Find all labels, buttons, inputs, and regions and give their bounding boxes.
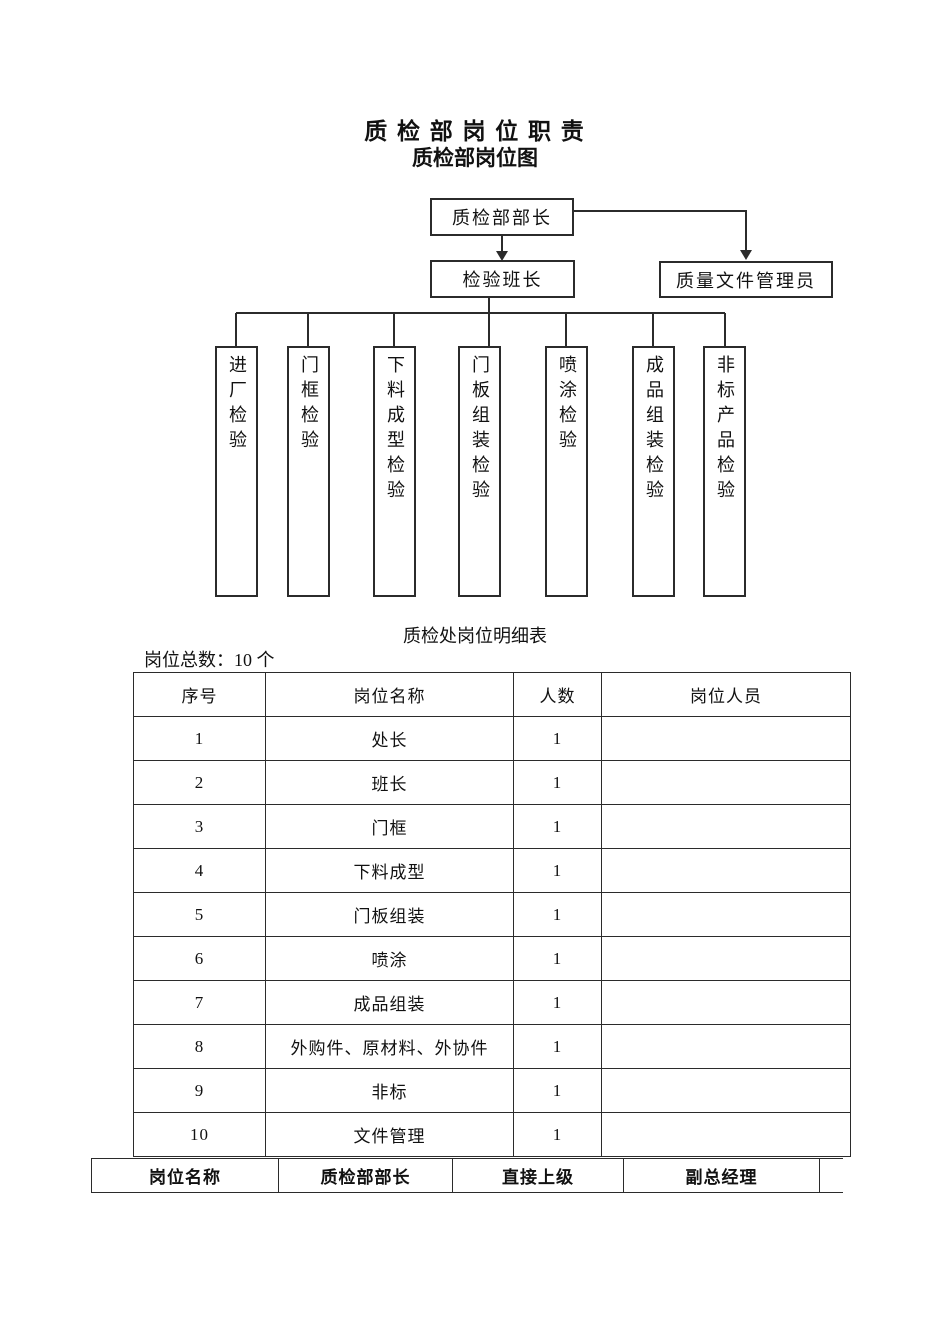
title-block: 质 检 部 岗 位 职 责 质检部岗位图 — [0, 118, 950, 171]
org-leaf-box: 门板组装检验 — [458, 346, 501, 597]
org-box-document-manager: 质量文件管理员 — [659, 261, 833, 298]
cell-personnel — [601, 1024, 851, 1069]
cell-position-name: 非标 — [265, 1068, 514, 1113]
table-row: 1 处长 1 — [133, 716, 851, 761]
cell-position-name: 成品组装 — [265, 980, 514, 1025]
cell-personnel — [601, 716, 851, 761]
org-leaf-label: 门板组装检验 — [470, 355, 490, 505]
page-subtitle: 质检部岗位图 — [412, 146, 538, 170]
cell-headcount: 1 — [513, 804, 602, 849]
table-row: 9 非标 1 — [133, 1068, 851, 1113]
cell-position-name: 门框 — [265, 804, 514, 849]
cell-serial-number: 7 — [133, 980, 266, 1025]
cell-serial-number: 4 — [133, 848, 266, 893]
cell-serial-number: 5 — [133, 892, 266, 937]
cell-position-name: 处长 — [265, 716, 514, 761]
org-leaf-box: 门框检验 — [287, 346, 330, 597]
cell-personnel — [601, 760, 851, 805]
org-box-department-head: 质检部部长 — [430, 198, 574, 236]
cell-personnel — [601, 980, 851, 1025]
cell-position-name: 班长 — [265, 760, 514, 805]
org-leaf-label: 下料成型检验 — [385, 355, 405, 505]
cell-position-name: 喷涂 — [265, 936, 514, 981]
table-row: 2 班长 1 — [133, 760, 851, 805]
cell-position-name: 门板组装 — [265, 892, 514, 937]
cell-personnel — [601, 1068, 851, 1113]
header-position-name: 岗位名称 — [265, 672, 514, 717]
org-leaf-box: 进厂检验 — [215, 346, 258, 597]
footer-cell-direct-superior-value: 副总经理 — [623, 1158, 820, 1193]
org-leaf-label: 非标产品检验 — [715, 355, 735, 505]
footer-cell-position-name-value: 质检部部长 — [278, 1158, 453, 1193]
cell-personnel — [601, 936, 851, 981]
table-header: 序号 岗位名称 人数 岗位人员 — [133, 672, 851, 717]
header-headcount: 人数 — [513, 672, 602, 717]
org-leaf-label: 进厂检验 — [227, 355, 247, 455]
cell-headcount: 1 — [513, 848, 602, 893]
cell-serial-number: 8 — [133, 1024, 266, 1069]
cell-personnel — [601, 804, 851, 849]
table-row: 8 外购件、原材料、外协件 1 — [133, 1024, 851, 1069]
cell-position-name: 外购件、原材料、外协件 — [265, 1024, 514, 1069]
org-chart: 质检部部长 检验班长 质量文件管理员 进厂检验 门框检验 下料成型检验 门板组装… — [0, 0, 950, 620]
org-box-label: 检验班长 — [462, 270, 543, 290]
positions-detail-table: 序号 岗位名称 人数 岗位人员 1 处长 1 2 班长 1 3 门框 1 — [133, 672, 851, 1157]
cell-headcount: 1 — [513, 1068, 602, 1113]
cell-serial-number: 9 — [133, 1068, 266, 1113]
header-personnel: 岗位人员 — [601, 672, 851, 717]
footer-cell-direct-superior-label: 直接上级 — [452, 1158, 624, 1193]
cell-serial-number: 10 — [133, 1112, 266, 1157]
cell-serial-number: 1 — [133, 716, 266, 761]
org-box-label: 质量文件管理员 — [676, 270, 816, 291]
table-body: 1 处长 1 2 班长 1 3 门框 1 4 下料成型 1 5 — [133, 716, 851, 1157]
org-leaf-label: 门框检验 — [299, 355, 319, 455]
table-row: 7 成品组装 1 — [133, 980, 851, 1025]
detail-table-caption: 质检处岗位明细表 — [403, 626, 547, 646]
table-header-row: 序号 岗位名称 人数 岗位人员 — [133, 672, 851, 717]
org-leaf-box: 非标产品检验 — [703, 346, 746, 597]
cell-serial-number: 6 — [133, 936, 266, 981]
cell-headcount: 1 — [513, 936, 602, 981]
table-row: 10 文件管理 1 — [133, 1112, 851, 1157]
org-box-label: 质检部部长 — [452, 208, 552, 228]
org-leaf-box: 下料成型检验 — [373, 346, 416, 597]
cell-headcount: 1 — [513, 892, 602, 937]
cell-serial-number: 2 — [133, 760, 266, 805]
table-row: 3 门框 1 — [133, 804, 851, 849]
table-row: 6 喷涂 1 — [133, 936, 851, 981]
cell-personnel — [601, 848, 851, 893]
org-box-inspection-leader: 检验班长 — [430, 260, 575, 298]
footer-cell-position-name-label: 岗位名称 — [91, 1158, 279, 1193]
page-title: 质 检 部 岗 位 职 责 — [364, 119, 586, 144]
cell-personnel — [601, 892, 851, 937]
footer-cell-partial — [819, 1158, 843, 1193]
org-leaf-box: 成品组装检验 — [632, 346, 675, 597]
org-leaf-box: 喷涂检验 — [545, 346, 588, 597]
total-positions-label: 岗位总数：10 个 — [144, 650, 275, 670]
header-serial-number: 序号 — [133, 672, 266, 717]
cell-position-name: 下料成型 — [265, 848, 514, 893]
cell-headcount: 1 — [513, 1024, 602, 1069]
cell-headcount: 1 — [513, 980, 602, 1025]
cell-position-name: 文件管理 — [265, 1112, 514, 1157]
org-leaf-label: 喷涂检验 — [557, 355, 577, 455]
org-leaf-label: 成品组装检验 — [644, 355, 664, 505]
table-row: 4 下料成型 1 — [133, 848, 851, 893]
cell-headcount: 1 — [513, 716, 602, 761]
cell-personnel — [601, 1112, 851, 1157]
cell-headcount: 1 — [513, 760, 602, 805]
cell-headcount: 1 — [513, 1112, 602, 1157]
footer-strip-row: 岗位名称 质检部部长 直接上级 副总经理 — [91, 1158, 843, 1193]
cell-serial-number: 3 — [133, 804, 266, 849]
table-row: 5 门板组装 1 — [133, 892, 851, 937]
